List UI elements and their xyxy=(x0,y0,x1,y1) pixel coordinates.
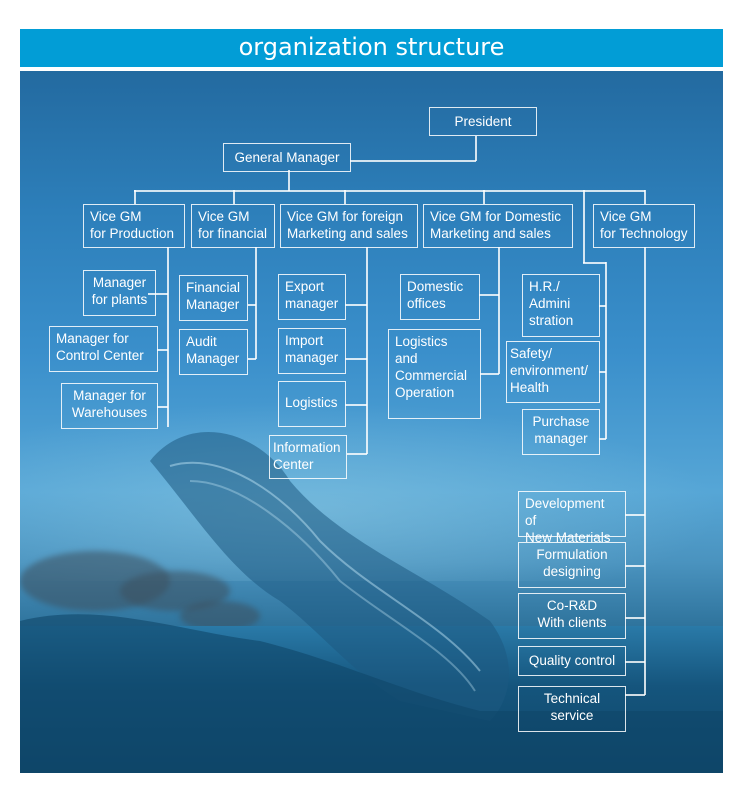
connector-line xyxy=(148,293,168,295)
org-node-manager-control-center: Manager for Control Center xyxy=(49,326,158,372)
org-node-vice-gm-production: Vice GM for Production xyxy=(83,204,185,248)
connector-line xyxy=(134,190,136,204)
org-node-vice-gm-technology: Vice GM for Technology xyxy=(593,204,695,248)
org-node-safety-environment-health: Safety/ environment/ Health xyxy=(506,341,600,403)
connector-line xyxy=(625,694,645,696)
connector-line xyxy=(344,190,346,204)
connector-line xyxy=(583,190,585,263)
org-node-hr-administration: H.R./ Admini stration xyxy=(522,274,600,337)
org-node-quality-control: Quality control xyxy=(518,646,626,676)
connector-line xyxy=(255,247,257,359)
connector-line xyxy=(347,453,367,455)
connector-line xyxy=(233,190,235,204)
org-node-manager-warehouses: Manager for Warehouses xyxy=(61,383,158,429)
connector-line xyxy=(248,358,256,360)
connector-line xyxy=(350,160,476,162)
org-node-co-rnd-clients: Co-R&D With clients xyxy=(518,593,626,639)
connector-line xyxy=(644,190,646,204)
connector-line xyxy=(475,136,477,161)
connector-line xyxy=(345,358,367,360)
org-node-president: President xyxy=(429,107,537,136)
connector-line xyxy=(479,294,499,296)
connector-line xyxy=(157,406,168,408)
org-node-logistics: Logistics xyxy=(278,381,346,427)
org-node-audit-manager: Audit Manager xyxy=(179,329,248,375)
connector-line xyxy=(625,565,645,567)
org-chart: President General Manager Vice GM for Pr… xyxy=(20,71,723,773)
connector-line xyxy=(167,247,169,427)
connector-line xyxy=(345,404,367,406)
connector-line xyxy=(599,305,606,307)
org-node-vice-gm-foreign-marketing: Vice GM for foreign Marketing and sales xyxy=(280,204,418,248)
org-node-technical-service: Technical service xyxy=(518,686,626,732)
connector-line xyxy=(625,514,645,516)
org-node-export-manager: Export manager xyxy=(278,274,346,320)
org-node-formulation-designing: Formulation designing xyxy=(518,542,626,588)
org-node-general-manager: General Manager xyxy=(223,143,351,172)
connector-line xyxy=(134,190,645,192)
org-node-manager-plants: Manager for plants xyxy=(83,270,156,316)
org-node-vice-gm-domestic-marketing: Vice GM for Domestic Marketing and sales xyxy=(423,204,573,248)
org-node-development-new-materials: Development of New Materials xyxy=(518,491,626,545)
connector-line xyxy=(625,617,645,619)
connector-line xyxy=(248,304,256,306)
connector-line xyxy=(366,247,368,454)
connector-line xyxy=(157,349,168,351)
connector-line xyxy=(583,262,606,264)
org-node-vice-gm-financial: Vice GM for financial xyxy=(191,204,275,248)
connector-line xyxy=(345,304,367,306)
connector-line xyxy=(625,661,645,663)
background-wave xyxy=(20,432,723,773)
connector-line xyxy=(288,170,290,191)
connector-line xyxy=(483,190,485,204)
connector-line xyxy=(599,371,606,373)
org-node-logistics-commercial-operation: Logistics and Commercial Operation xyxy=(388,329,481,419)
connector-line xyxy=(498,247,500,374)
page-title: organization structure xyxy=(20,29,723,67)
org-node-purchase-manager: Purchase manager xyxy=(522,409,600,455)
org-node-import-manager: Import manager xyxy=(278,328,346,374)
org-node-domestic-offices: Domestic offices xyxy=(400,274,480,320)
connector-line xyxy=(605,262,607,439)
org-node-financial-manager: Financial Manager xyxy=(179,275,248,321)
org-node-information-center: Information Center xyxy=(269,435,347,479)
connector-line xyxy=(480,373,499,375)
connector-line xyxy=(599,438,606,440)
connector-line xyxy=(644,247,646,695)
